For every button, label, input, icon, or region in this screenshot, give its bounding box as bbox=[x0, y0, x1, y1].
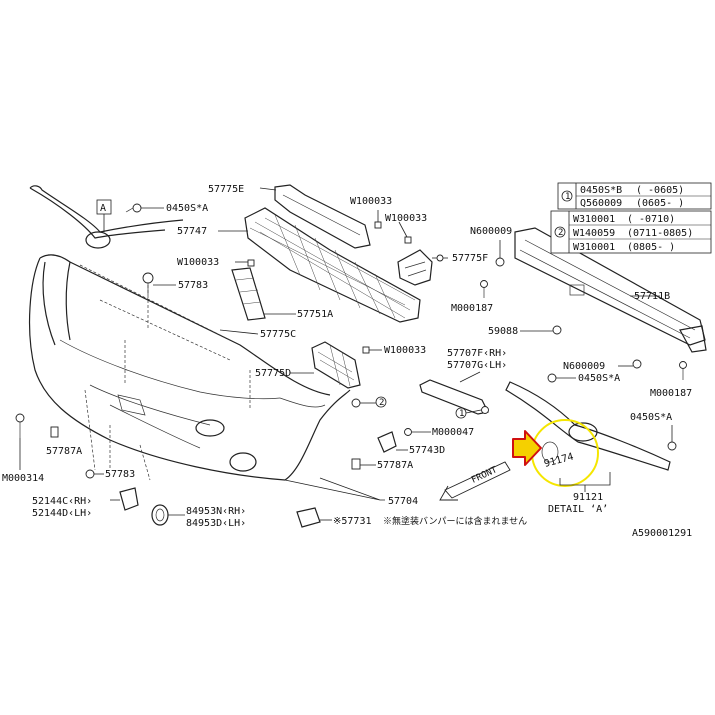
label-57775e: 57775E bbox=[208, 184, 244, 195]
clip-57783-bottom bbox=[85, 469, 104, 479]
detail-a-leader bbox=[559, 472, 611, 492]
table-2-row-3-part: W310001 bbox=[573, 242, 615, 253]
label-m000187-top: M000187 bbox=[451, 303, 493, 314]
table-2-row-2-range: (0711-0805) bbox=[627, 228, 693, 239]
label-m000314: M000314 bbox=[2, 473, 44, 484]
label-n600009-mid: N600009 bbox=[563, 361, 605, 372]
part-59088 bbox=[520, 325, 562, 335]
bolt-m000187-top bbox=[480, 280, 488, 298]
label-0450sa-right: 0450S*A bbox=[630, 412, 672, 423]
strip-57775c bbox=[219, 329, 259, 335]
cover-57731 bbox=[296, 507, 332, 528]
label-w100033-d: W100033 bbox=[384, 345, 426, 356]
label-n600009-top: N600009 bbox=[470, 226, 512, 237]
table-1: 1 0450S*B ( -0605) Q560009 (0605- ) bbox=[557, 182, 712, 210]
bracket-57751a bbox=[231, 267, 296, 321]
table-2-row-2-part: W140059 bbox=[573, 228, 615, 239]
label-0450sa-mid: 0450S*A bbox=[578, 373, 620, 384]
front-arrow-icon bbox=[444, 461, 511, 499]
label-52144d: 52144D‹LH› bbox=[32, 508, 92, 519]
clip-57787a-right bbox=[351, 458, 376, 470]
table-2: 2 W310001 ( -0710) W140059 (0711-0805) W… bbox=[550, 210, 712, 254]
label-57783-bottom: 57783 bbox=[105, 469, 135, 480]
upper-grille-strip-left bbox=[29, 185, 184, 249]
note-unpainted: ※無塗装バンパーには含まれません bbox=[383, 515, 527, 527]
label-57787a-right: 57787A bbox=[377, 460, 413, 471]
label-57704: 57704 bbox=[388, 496, 418, 507]
label-w100033-b: W100033 bbox=[385, 213, 427, 224]
label-84953n: 84953N‹RH› bbox=[186, 506, 246, 517]
label-57743d: 57743D bbox=[409, 445, 445, 456]
clip-w100033-d bbox=[362, 346, 382, 354]
label-m000047: M000047 bbox=[432, 427, 474, 438]
label-57751a: 57751A bbox=[297, 309, 333, 320]
marker-2-bumper: 2 bbox=[351, 396, 387, 408]
bolt-m000314 bbox=[15, 413, 25, 470]
label-91121: 91121 bbox=[573, 492, 603, 503]
label-91174: 91174 bbox=[543, 451, 575, 469]
clip-57787a-left bbox=[50, 426, 59, 438]
nut-n600009-mid bbox=[618, 359, 642, 369]
detail-a-strip bbox=[505, 381, 671, 471]
pointer-arrow-icon bbox=[512, 430, 542, 466]
table-1-row-2-part: Q560009 bbox=[580, 198, 622, 209]
label-w100033-a: W100033 bbox=[350, 196, 392, 207]
clip-57783-top bbox=[142, 272, 176, 295]
table-2-row-3-range: (0805- ) bbox=[627, 242, 675, 253]
grille-bar-57775e bbox=[259, 184, 371, 249]
dashed-guides bbox=[79, 264, 251, 481]
label-detail-a: DETAIL ‘A’ bbox=[548, 504, 608, 515]
front-direction: FRONT bbox=[439, 461, 511, 501]
label-57707g: 57707G‹LH› bbox=[447, 360, 507, 371]
bolt-0450sa-right bbox=[667, 425, 677, 451]
bolt-m000187-right bbox=[679, 361, 687, 380]
label-w100033-c: W100033 bbox=[177, 257, 219, 268]
label-m000187-right: M000187 bbox=[650, 388, 692, 399]
label-57775c: 57775C bbox=[260, 329, 296, 340]
highlight-91174 bbox=[512, 419, 599, 487]
clips-w100033-top bbox=[374, 210, 412, 244]
marker-a: A bbox=[96, 199, 112, 232]
table-1-row-2-range: (0605- ) bbox=[636, 198, 684, 209]
table-1-row-1-part: 0450S*B bbox=[580, 185, 622, 196]
label-57775f: 57775F bbox=[452, 253, 488, 264]
label-57711b: 57711B bbox=[634, 291, 670, 302]
label-57731: ※57731 bbox=[333, 516, 371, 527]
bolt-m000047 bbox=[404, 428, 431, 436]
bolt-0450sa-top bbox=[125, 203, 164, 213]
table-2-marker: 2 bbox=[558, 228, 563, 238]
clip-w100033-c bbox=[235, 259, 255, 267]
front-bumper bbox=[28, 254, 351, 481]
svg-text:1: 1 bbox=[459, 409, 464, 419]
marker-1: 1 bbox=[455, 407, 482, 419]
table-2-row-1-part: W310001 bbox=[573, 214, 615, 225]
bracket-57775f bbox=[397, 249, 448, 286]
diagram-code: A590001291 bbox=[632, 528, 692, 539]
mesh-57775d bbox=[290, 341, 361, 389]
table-1-row-1-range: ( -0605) bbox=[636, 185, 684, 196]
label-57707f: 57707F‹RH› bbox=[447, 348, 507, 359]
nut-n600009-top bbox=[495, 240, 505, 267]
label-57783-top: 57783 bbox=[178, 280, 208, 291]
beam-57711b bbox=[514, 227, 707, 353]
leader-57704 bbox=[284, 477, 385, 501]
table-2-row-1-range: ( -0710) bbox=[627, 214, 675, 225]
label-59088: 59088 bbox=[488, 326, 518, 337]
bracket-57707 bbox=[419, 371, 489, 415]
label-52144c: 52144C‹RH› bbox=[32, 496, 92, 507]
label-57787a-left: 57787A bbox=[46, 446, 82, 457]
bolt-0450sa-mid bbox=[547, 373, 576, 383]
svg-text:2: 2 bbox=[379, 398, 384, 408]
label-0450sa-top: 0450S*A bbox=[166, 203, 208, 214]
cover-52144 bbox=[110, 487, 139, 511]
part-57743d bbox=[377, 431, 408, 453]
label-57747: 57747 bbox=[177, 226, 207, 237]
marker-a-label: A bbox=[100, 203, 106, 214]
label-84953d: 84953D‹LH› bbox=[186, 518, 246, 529]
table-1-marker: 1 bbox=[565, 192, 570, 202]
foglamp-ring-84953 bbox=[151, 504, 185, 526]
label-57775d: 57775D bbox=[255, 368, 291, 379]
mesh-grille-57747 bbox=[218, 207, 421, 323]
